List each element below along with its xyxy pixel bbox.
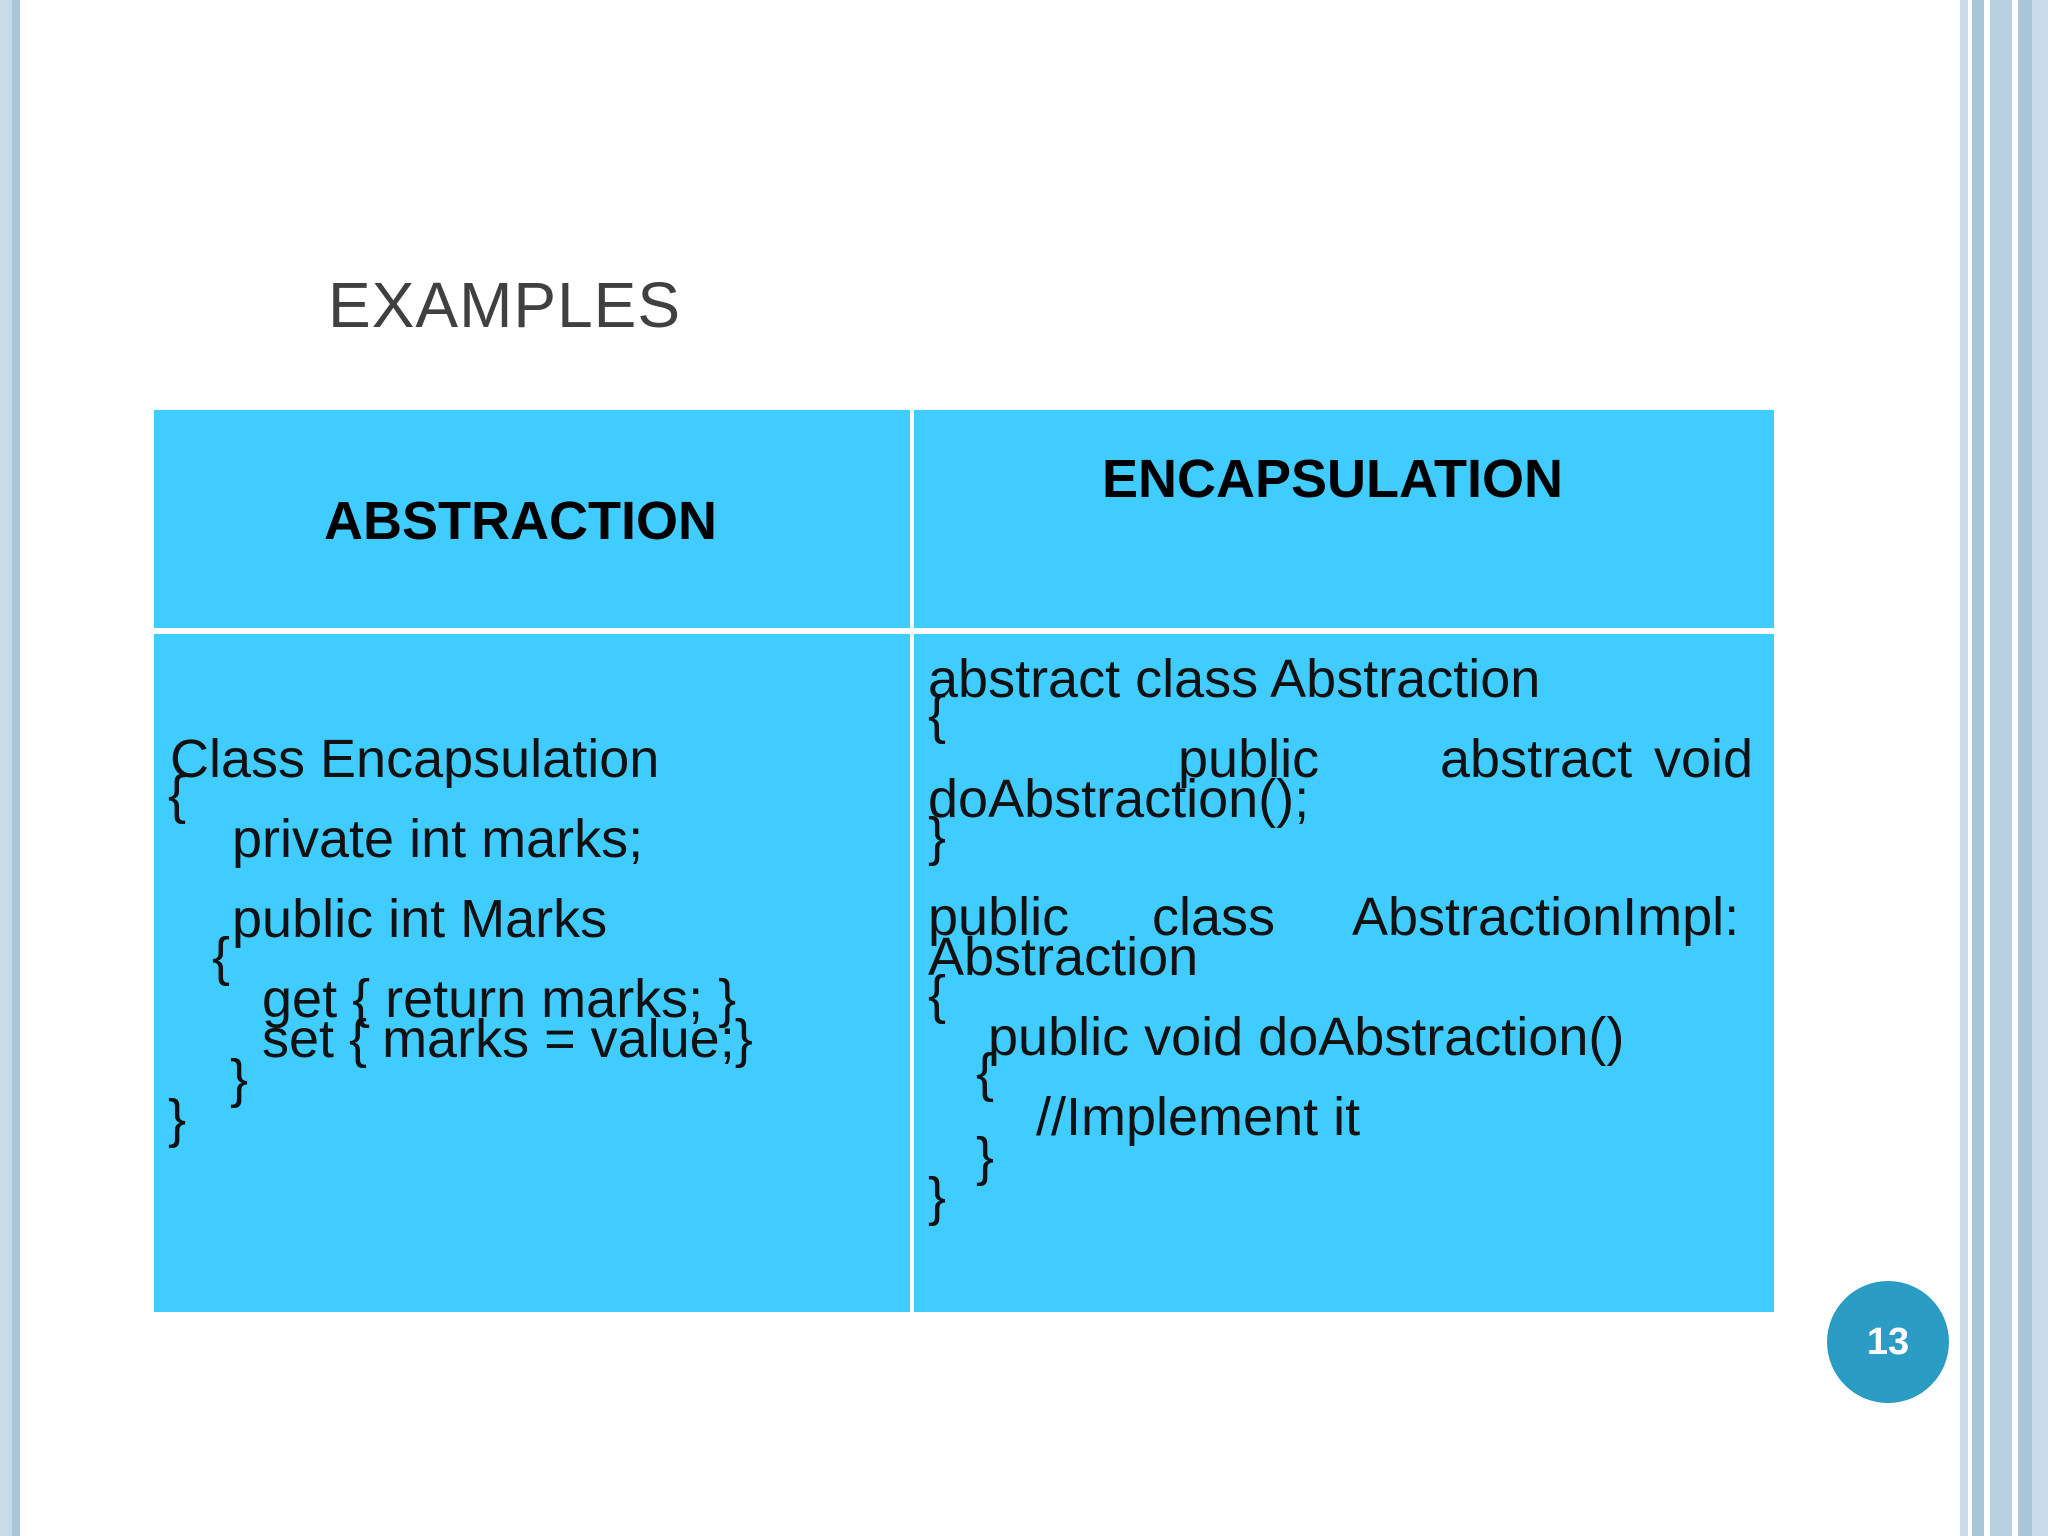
code-line: AbstractionImpl:: [1352, 887, 1740, 947]
code-line: //Implement it: [1036, 1087, 1361, 1147]
code-line: public: [1178, 729, 1320, 789]
right-border-stripes: [1960, 0, 2048, 1536]
code-line: abstract class Abstraction: [928, 649, 1541, 709]
code-line: {: [168, 765, 187, 825]
code-line: void: [1654, 729, 1754, 789]
slide-title: EXAMPLES: [328, 269, 682, 341]
left-border-stripe: [12, 0, 20, 1536]
code-line: }: [928, 807, 947, 867]
code-line: {: [928, 965, 947, 1025]
code-line: get { return marks; }: [262, 969, 737, 1029]
page-number-badge: 13: [1827, 1281, 1949, 1403]
left-border-stripe: [0, 0, 12, 1536]
code-line: public void doAbstraction(): [988, 1007, 1625, 1067]
header-label: ENCAPSULATION: [1102, 449, 1564, 509]
code-line: }: [230, 1049, 249, 1109]
code-line: set { marks = value;}: [262, 1009, 753, 1069]
code-line: doAbstraction();: [928, 769, 1310, 829]
header-cell-abstraction: ABSTRACTION: [154, 410, 910, 628]
code-line: {: [212, 927, 231, 987]
code-cell-right: abstract class Abstraction { public abst…: [914, 634, 1774, 1312]
code-line: class: [1152, 887, 1276, 947]
code-line: }: [168, 1089, 187, 1149]
header-cell-encapsulation: ENCAPSULATION: [914, 410, 1774, 628]
code-line: Class Encapsulation: [170, 729, 660, 789]
code-line: {: [928, 685, 947, 745]
comparison-table: ABSTRACTION ENCAPSULATION Class Encapsul…: [154, 410, 1774, 1312]
code-line: public int Marks: [232, 889, 608, 949]
code-cell-left: Class Encapsulation { private int marks;…: [154, 634, 910, 1312]
code-line: private int marks;: [232, 809, 644, 869]
code-line: Abstraction: [928, 927, 1199, 987]
code-line: {: [976, 1043, 995, 1103]
code-line: public: [928, 887, 1070, 947]
code-line: }: [976, 1127, 995, 1187]
header-label: ABSTRACTION: [324, 491, 717, 551]
code-line: abstract: [1440, 729, 1633, 789]
code-line: }: [928, 1167, 947, 1227]
